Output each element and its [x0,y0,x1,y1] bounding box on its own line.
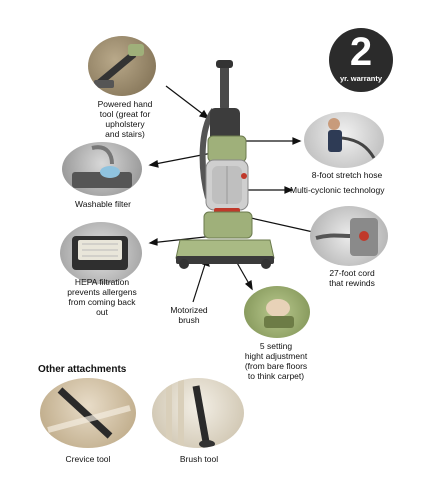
warranty-text: yr. warranty [339,74,383,83]
arrow-height-adjust [244,280,253,291]
label-line: 8-foot stretch hose [311,170,383,180]
warranty-badge: 2 yr. warranty [329,28,393,92]
label-line: out [96,307,108,317]
arrow-washable-filter [148,160,159,168]
line-hand-tool [165,85,209,119]
washable-filter-label: Washable filter [62,199,144,209]
height-adjustment-photo [244,286,310,338]
label-line: upholstery [105,119,145,129]
other-attachments-heading: Other attachments [38,364,127,375]
label-line: 5 setting [259,341,293,351]
hepa-filter-photo [60,222,142,284]
multi-cyclonic-label: Multi-cyclonic technology [290,185,410,195]
label-line: Washable filter [75,199,131,209]
powered-hand-tool-photo [88,36,156,96]
label-line: hight adjustment [244,351,308,361]
motorized-brush-label: Motorized brush [156,305,222,325]
crevice-tool-photo [40,378,136,448]
label-line: (from bare floors [244,361,308,371]
crevice-tool-label: Crevice tool [65,454,111,464]
label-line: Powered hand [97,99,153,109]
vacuum-cleaner-image [175,60,275,269]
label-line: brush [178,315,200,325]
label-line: 27-foot cord [329,268,375,278]
label-line: tool (great for [99,109,151,119]
stretch-hose-label: 8-foot stretch hose [300,170,394,180]
arrow-multi-cyclonic [284,186,294,194]
line-motorized-brush [192,257,208,303]
label-line: HEPA filtration [74,277,130,287]
label-line: Motorized [170,305,208,315]
cord-photo [310,206,388,266]
label-line: Multi-cyclonic technology [290,185,385,195]
label-line: from coming back [68,297,136,307]
hepa-filtration-label: HEPA filtration prevents allergens from … [56,277,148,317]
washable-filter-photo [62,142,142,196]
stretch-hose-photo [304,112,384,168]
brush-tool-label: Brush tool [179,454,219,464]
arrow-hand-tool [198,109,210,119]
arrow-hepa [148,237,158,246]
height-adjustment-label: 5 setting hight adjustment (from bare fl… [228,341,324,381]
powered-hand-tool-label: Powered hand tool (great for upholstery … [84,99,166,139]
label-line: to think carpet) [247,371,305,381]
warranty-number: 2 [349,30,373,74]
label-line: and stairs) [105,129,145,139]
brush-tool-photo [152,378,244,448]
label-line: prevents allergens [67,287,137,297]
line-cord [241,215,323,235]
arrow-stretch-hose [292,137,302,145]
cord-label: 27-foot cord that rewinds [316,268,388,288]
label-line: that rewinds [329,278,375,288]
